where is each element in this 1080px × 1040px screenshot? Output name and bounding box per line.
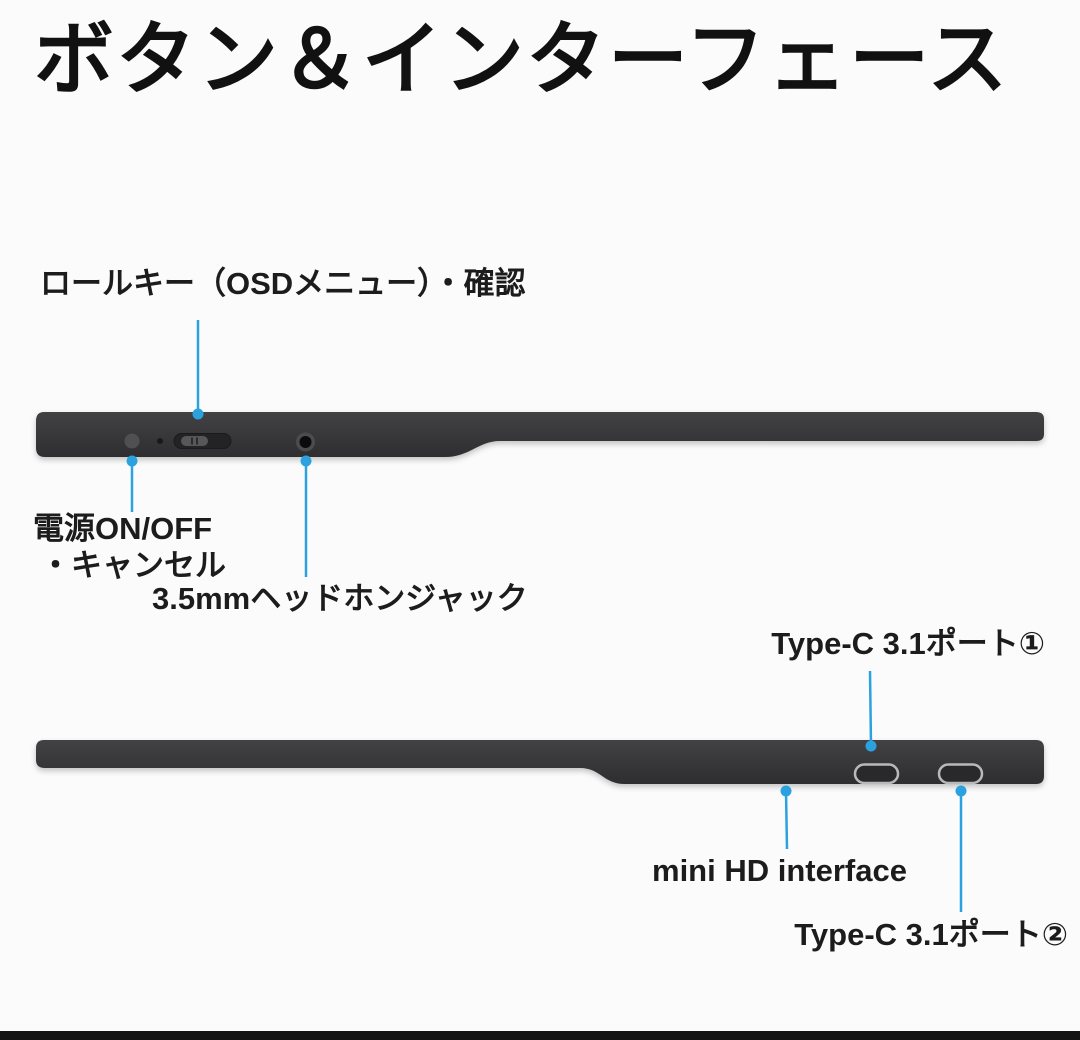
headphone-callout-dot [300, 455, 312, 467]
type-c-port1-label: Type-C 3.1ポート① [771, 626, 1045, 661]
power-led [157, 438, 163, 444]
device-bottom-edge [36, 740, 1044, 784]
type-c1-callout-dot [865, 740, 877, 752]
roll-key-knob [181, 436, 208, 446]
mini-hd-callout-dot [780, 785, 792, 797]
type-c-port-2 [937, 763, 984, 785]
roll-key-label: ロールキー（OSDメニュー）・確認 [40, 266, 526, 301]
type-c1-callout-line [868, 670, 873, 747]
power-label-line2: ・キャンセル [40, 548, 226, 583]
roll-key-callout-dot [192, 408, 204, 420]
power-label-line1: 電源ON/OFF [33, 511, 213, 546]
roll-key-tick [196, 437, 198, 445]
device-top-edge [36, 412, 1044, 457]
mini-hd-callout-line [784, 790, 789, 850]
headphone-jack-label: 3.5mmヘッドホンジャック [152, 581, 528, 616]
type-c2-callout-dot [955, 785, 967, 797]
power-button [124, 433, 140, 449]
type-c-port-1 [853, 763, 900, 785]
headphone-jack-hole [299, 436, 312, 448]
page-title: ボタン＆インターフェース [34, 15, 1010, 104]
mini-hd-label: mini HD interface [652, 853, 907, 888]
roll-key-tick [191, 437, 193, 445]
footer-bar [0, 1031, 1080, 1040]
power-callout-dot [126, 455, 138, 467]
type-c-port2-label: Type-C 3.1ポート② [794, 917, 1068, 952]
